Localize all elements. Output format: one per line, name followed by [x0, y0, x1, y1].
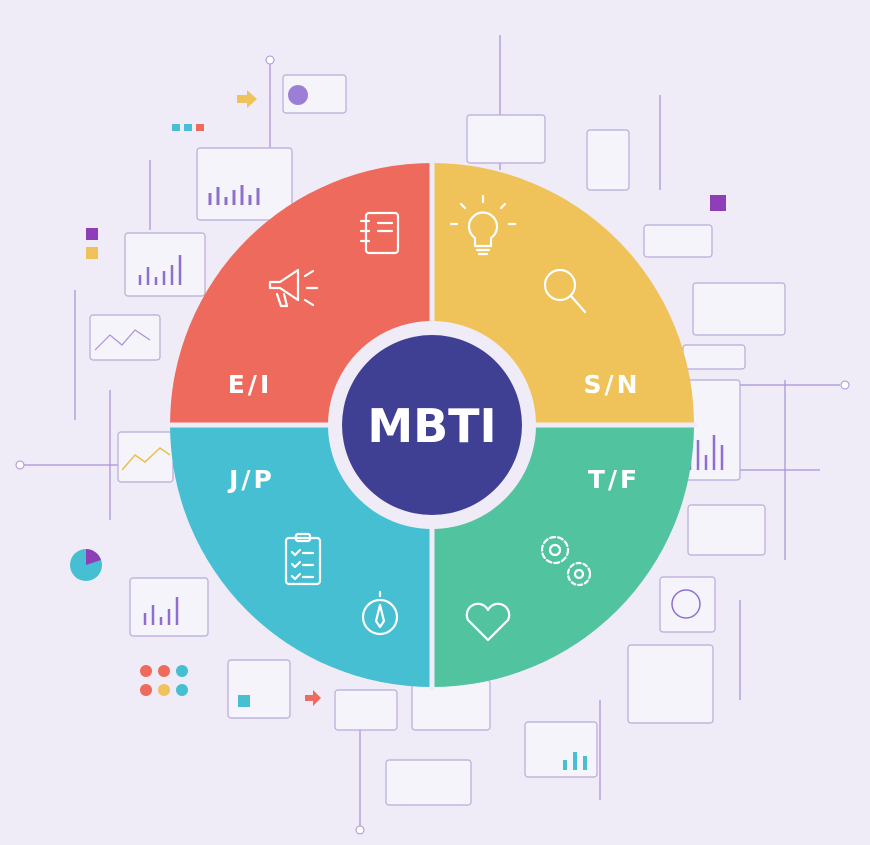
center-title: MBTI	[367, 399, 496, 453]
magnifier-icon	[543, 268, 587, 314]
megaphone-icon	[268, 268, 319, 308]
gears-icon	[540, 535, 592, 587]
quadrant-label-jp: J/P	[227, 465, 275, 494]
lightbulb-icon	[449, 194, 517, 256]
quadrant-label-tf: T/F	[588, 465, 640, 494]
background-decorations	[15, 35, 850, 835]
notebook-icon	[359, 211, 400, 255]
quadrant-label-sn: S/N	[583, 370, 640, 399]
heart-icon	[465, 602, 511, 642]
quadrant-label-ei: E/I	[228, 370, 273, 399]
clipboard-checklist-icon	[284, 532, 322, 586]
compass-icon	[361, 590, 399, 636]
center-circle[interactable]	[342, 335, 522, 515]
mbti-wheel: MBTI E/I S/N J/P T/F	[167, 160, 697, 690]
